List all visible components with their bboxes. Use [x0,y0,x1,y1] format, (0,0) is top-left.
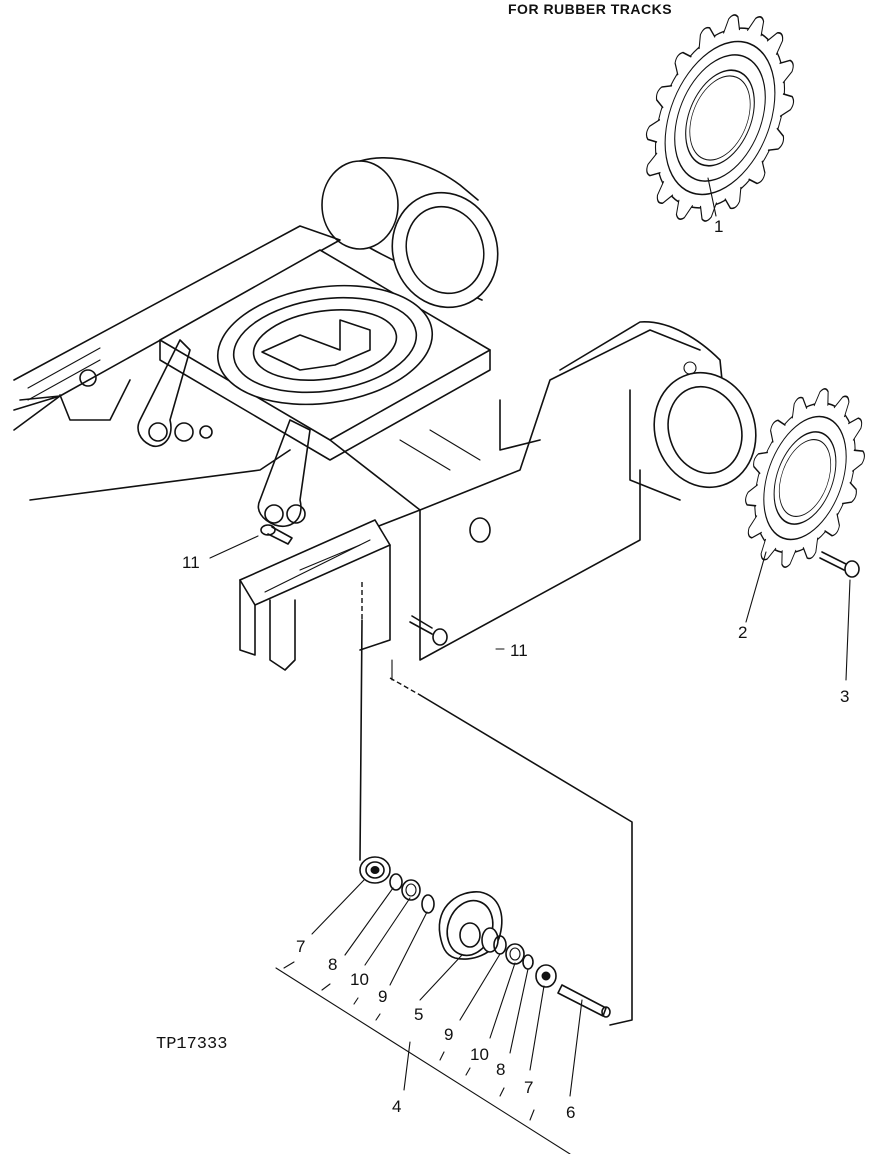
callout-8-right: 8 [496,1060,505,1079]
sprocket-tooth [747,515,762,539]
sprocket-tooth [646,152,661,177]
sprocket-rubber-tracks-drawing [645,14,795,222]
sprocket-tooth [753,451,769,475]
leader-1 [707,177,717,217]
sprocket-tooth [656,181,674,204]
roller-assembly-drawing [359,856,611,1018]
sprocket-tooth [852,449,865,473]
bolt-3 [819,551,860,578]
callout-4: 4 [392,1097,401,1116]
sprocket-tooth [645,118,661,143]
callout-7-left: 7 [296,937,305,956]
sprocket-tooth [722,14,741,34]
sprocket-tooth [674,51,692,76]
sprocket-tooth [698,26,716,50]
callout-3: 3 [840,687,849,706]
figure-reference: TP17333 [156,1035,227,1054]
bolt-11-lower [409,615,448,646]
callout-6: 6 [566,1103,575,1122]
sprocket-tooth [746,16,765,37]
sprocket-tooth [791,396,808,419]
leader-2 [745,551,767,623]
bolt-11-upper [260,524,293,545]
callout-10-left: 10 [350,970,369,989]
callout-11-upper: 11 [182,553,200,572]
callout-9-left: 9 [378,987,387,1006]
sprocket-tooth [848,417,863,441]
callout-1: 1 [714,217,723,236]
sprocket-tooth [675,199,694,220]
sprocket-tooth [745,483,758,507]
sprocket-tooth [813,388,829,407]
callout-9-right: 9 [444,1025,453,1044]
sprocket-tooth [724,186,742,210]
callout-10-right: 10 [470,1045,489,1064]
sprocket-tooth [655,84,673,109]
callout-2: 2 [738,623,747,642]
sprocket-2-drawing [745,388,865,568]
rubber-tracks-header: FOR RUBBER TRACKS [508,1,672,17]
sprocket-tooth [781,549,797,568]
callout-7-right: 7 [524,1078,533,1097]
callout-8-left: 8 [328,955,337,974]
track-frame-drawing [13,157,757,671]
sprocket-tooth [833,395,850,418]
assembly-guide-lines [359,582,633,1026]
roller-leaders [275,879,583,1154]
sprocket-tooth [779,93,795,118]
sprocket-tooth [824,512,840,537]
sprocket-tooth [748,160,766,185]
sprocket-tooth [770,419,786,444]
sprocket-tooth [802,537,819,560]
callout-5: 5 [414,1005,423,1024]
sprocket-tooth [767,127,785,152]
sprocket-tooth [699,202,718,222]
leader-11-upper [209,535,259,559]
leader-3 [845,579,851,681]
callout-11-lower: 11 [510,641,528,660]
sprocket-tooth [779,59,794,84]
sprocket-tooth [841,481,857,505]
sprocket-tooth [766,32,784,55]
